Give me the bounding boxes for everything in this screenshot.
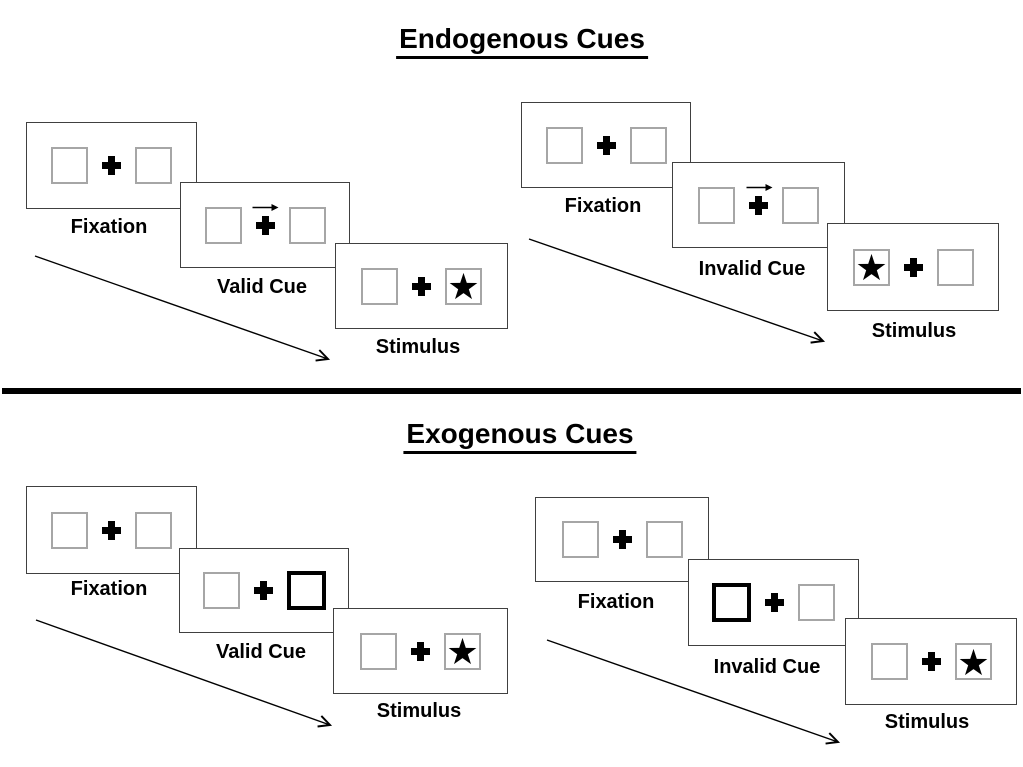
panel-label: Valid Cue [216,276,308,298]
panel-label: Stimulus [884,711,970,733]
fixation-cross-wrap [903,257,923,277]
fixation-panel [26,122,197,209]
fixation-cross-icon [612,530,632,549]
star-target-box [445,267,482,305]
stimulus-display [852,248,974,286]
right-placeholder-box [798,584,835,621]
fixation-cross-icon [921,652,941,671]
fixation-display [561,521,683,558]
stimulus-panel [827,223,999,311]
highlighted-cue-box [712,583,751,622]
left-placeholder-box [561,521,599,558]
fixation-cross-icon [253,581,273,600]
highlighted-cue-box [286,571,326,610]
right-arrow-icon [252,203,279,211]
left-placeholder-box [361,267,398,305]
panel-label: Invalid Cue [698,258,806,280]
stimulus-panel [333,608,508,694]
star-target-box [954,643,992,680]
right-placeholder-box [288,206,326,244]
fixation-display [51,511,172,549]
fixation-cross-wrap [253,581,273,600]
fixation-panel [521,102,691,188]
cue-display [204,203,326,244]
left-placeholder-box [51,511,88,549]
right-placeholder-box [782,186,819,224]
fixation-cross-wrap [252,203,279,235]
fixation-cross-wrap [596,135,616,155]
cue-display [712,583,835,622]
right-placeholder-box [135,511,172,549]
panel-label: Fixation [70,216,148,238]
cue-display [202,571,326,610]
panel-label: Invalid Cue [713,656,821,678]
fixation-cross-icon [412,276,431,296]
right-placeholder-box [936,248,974,286]
left-placeholder-box [202,572,240,609]
left-placeholder-box [360,632,397,670]
panel-label: Fixation [577,591,655,613]
fixation-cross-wrap [411,641,430,661]
fixation-panel [535,497,709,582]
fixation-cross-wrap [102,156,121,175]
left-placeholder-box [51,147,88,184]
left-placeholder-box [204,206,242,244]
fixation-cross-wrap [765,593,784,612]
invalid-cue-panel [672,162,845,248]
fixation-cross-wrap [102,520,121,540]
panel-label: Stimulus [376,700,462,722]
left-placeholder-box [870,643,908,680]
fixation-panel [26,486,197,574]
fixation-cross-icon [411,641,430,661]
panel-label: Stimulus [871,320,957,342]
valid-cue-panel [179,548,349,633]
fixation-cross-wrap [412,276,431,296]
fixation-display [51,147,172,184]
endogenous-title: Endogenous Cues [396,23,648,59]
star-target-box [444,632,481,670]
star-target-box [852,248,890,286]
fixation-cross-icon [102,520,121,540]
panel-label: Stimulus [375,336,461,358]
star-icon [449,272,478,300]
star-icon [448,637,477,665]
valid-cue-panel [180,182,350,268]
panel-label: Fixation [564,195,642,217]
stimulus-panel [845,618,1017,705]
sequence-arrow-exogenous-valid [35,619,333,728]
fixation-cross-icon [903,257,923,277]
stimulus-panel [335,243,508,329]
invalid-cue-panel [688,559,859,646]
fixation-cross-wrap [612,530,632,549]
left-placeholder-box [545,126,583,164]
cue-display [698,183,819,224]
fixation-cross-icon [102,156,121,175]
star-icon [857,253,885,281]
stimulus-display [870,643,992,680]
fixation-cross-icon [596,135,616,155]
right-arrow-icon [746,183,772,191]
left-placeholder-box [698,186,735,224]
right-placeholder-box [629,126,667,164]
exogenous-title: Exogenous Cues [403,418,637,454]
fixation-cross-icon [765,593,784,612]
right-placeholder-box [135,147,172,184]
stimulus-display [360,632,481,670]
stimulus-display [361,267,482,305]
sequence-arrow-endogenous-valid [34,255,331,362]
fixation-cross-wrap [746,183,772,215]
sequence-arrow-endogenous-invalid [528,238,826,344]
fixation-cross-icon [255,215,275,235]
fixation-display [545,126,667,164]
fixation-cross-icon [749,195,768,215]
right-placeholder-box [645,521,683,558]
section-divider [2,388,1021,394]
panel-label: Valid Cue [215,641,307,663]
star-icon [959,648,987,675]
fixation-cross-wrap [921,652,941,671]
panel-label: Fixation [70,578,148,600]
